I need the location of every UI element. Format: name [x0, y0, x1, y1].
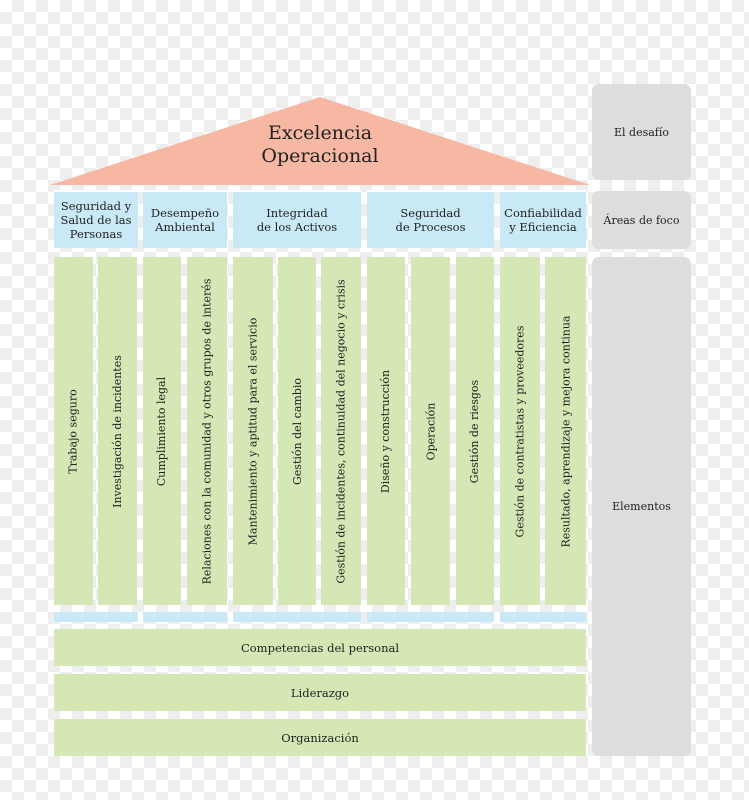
element-column: Gestión de incidentes, continuidad del n… [321, 257, 361, 605]
element-label: Operación [424, 402, 437, 460]
element-column: Gestión de riesgos [456, 257, 494, 605]
side-panel-focus: Áreas de foco [592, 191, 691, 249]
element-label: Diseño y construcción [379, 369, 393, 493]
element-column: Relaciones con la comunidad y otros grup… [187, 257, 227, 605]
element-label: Cumplimiento legal [155, 376, 169, 486]
roof-title: Excelencia Operacional [261, 122, 379, 167]
element-column: Cumplimiento legal [143, 257, 181, 605]
element-label: Relaciones con la comunidad y otros grup… [200, 278, 214, 584]
element-label: Gestión de contratistas y proveedores [513, 325, 527, 537]
element-column: Diseño y construcción [367, 257, 405, 605]
element-label: Gestión del cambio [290, 377, 304, 485]
element-column: Gestión de contratistas y proveedores [500, 257, 540, 605]
side-panel-elements: Elementos [592, 257, 691, 756]
element-label: Gestión de incidentes, continuidad del n… [334, 278, 348, 584]
focus-area-seguridad-procesos: Seguridad de Procesos [367, 190, 494, 248]
element-label: Resultado, aprendizaje y mejora continua [559, 315, 572, 547]
area-strip [54, 612, 138, 622]
element-label: Trabajo seguro [67, 388, 81, 474]
focus-area-seguridad-salud: Seguridad y Salud de las Personas [54, 190, 138, 248]
side-panel-challenge: El desafío [592, 84, 691, 180]
element-column: Resultado, aprendizaje y mejora continua [545, 257, 586, 605]
focus-area-desempeno-ambiental: Desempeño Ambiental [143, 190, 227, 248]
area-strip [143, 612, 227, 622]
element-label: Investigación de incidentes [111, 354, 125, 508]
element-column: Trabajo seguro [54, 257, 93, 605]
element-label: Gestión de riesgos [468, 379, 482, 483]
area-strip [233, 612, 361, 622]
foundation-competencias: Competencias del personal [54, 629, 586, 666]
focus-area-confiabilidad-eficiencia: Confiabilidad y Eficiencia [500, 190, 586, 248]
focus-area-integridad-activos: Integridad de los Activos [233, 190, 361, 248]
foundation-liderazgo: Liderazgo [54, 674, 586, 711]
element-label: Mantenimiento y aptitud para el servicio [246, 317, 260, 545]
area-strip [500, 612, 586, 622]
foundation-organizacion: Organización [54, 719, 586, 756]
element-column: Operación [411, 257, 450, 605]
roof-triangle [50, 97, 590, 185]
element-column: Mantenimiento y aptitud para el servicio [233, 257, 273, 605]
element-column: Gestión del cambio [278, 257, 316, 605]
element-column: Investigación de incidentes [98, 257, 137, 605]
area-strip [367, 612, 494, 622]
